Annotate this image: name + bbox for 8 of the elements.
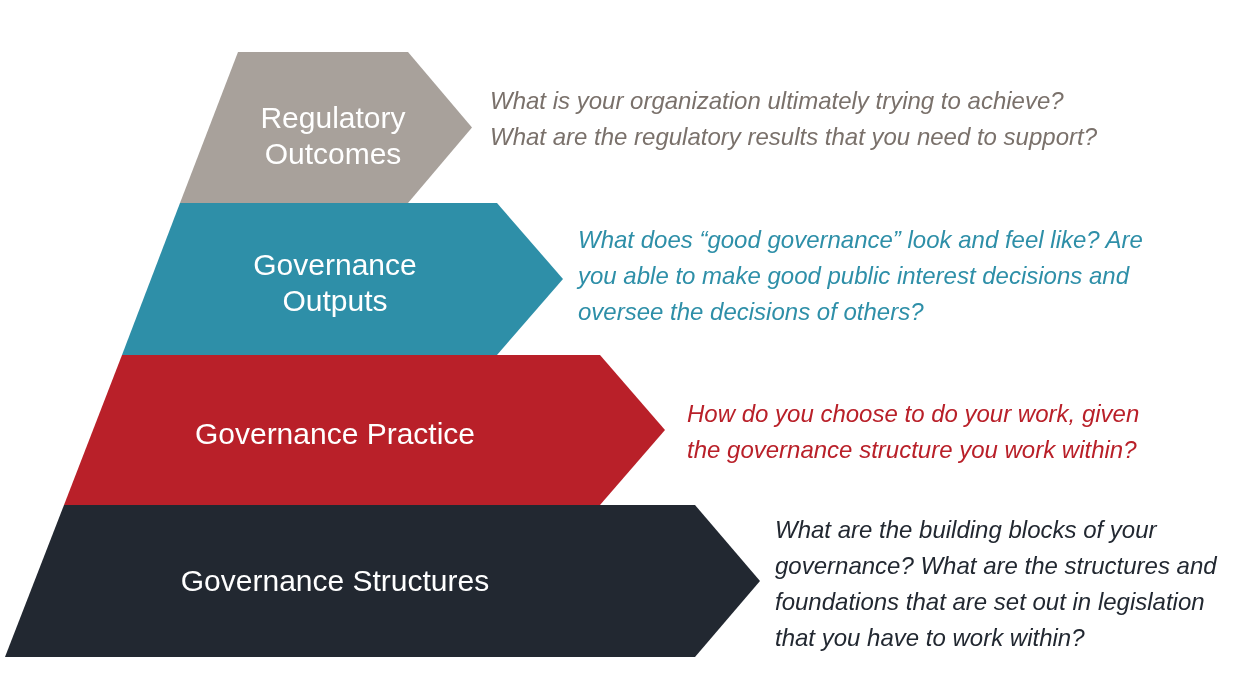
tier-label: Governance Practice <box>194 416 476 452</box>
tier-label: Governance Outputs <box>252 247 418 319</box>
question-text: What are the building blocks of your governance? What are the structures and foundations that are set out in legislation that you have to work within? <box>775 515 1217 653</box>
tier-label: Governance Structures <box>180 563 490 599</box>
question-text: How do you choose to do your work, given the governance structure you work within? <box>687 399 1141 465</box>
tier-label: Regulatory Outcomes <box>259 99 407 172</box>
question-text: What is your organization ultimately trying to achieve? What are the regulatory results that you need to support? <box>490 86 1099 152</box>
question-text: What does “good governance” look and feel like? Are you able to make good public interest decisions and oversee the decisions of others? <box>578 225 1144 327</box>
